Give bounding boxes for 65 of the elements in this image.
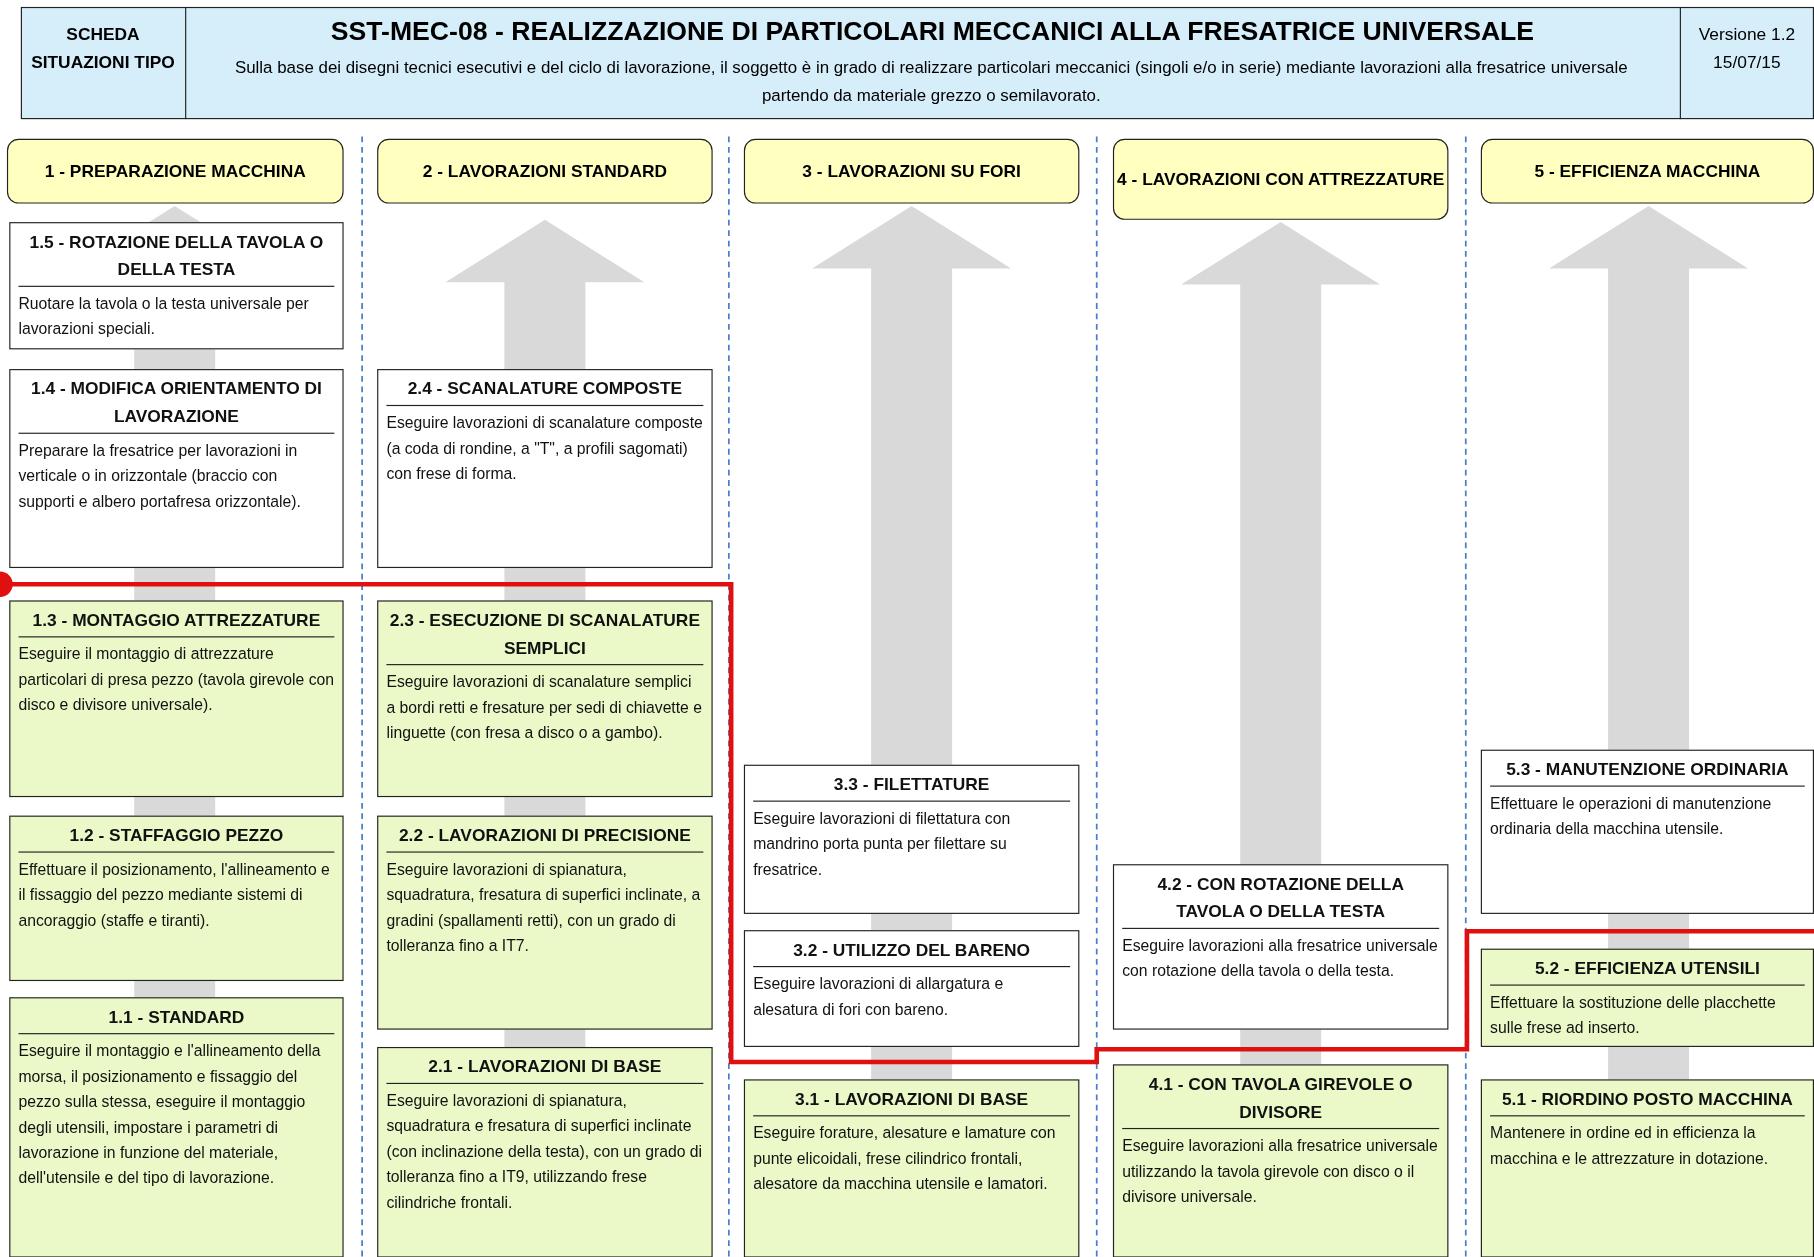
card-heading: 3.3 - FILETTATURE xyxy=(832,772,991,796)
card-heading: 2.2 - LAVORAZIONI DI PRECISIONE xyxy=(397,823,692,847)
column-header xyxy=(1112,138,1449,220)
column-header xyxy=(377,138,713,204)
card-text: Eseguire lavorazioni di spianatura, squadratura e fresatura di superfici inclinate (con inclinazione della testa), con un grado di tolleranza fino a IT9, utilizzando frese cilindriche frontali. xyxy=(386,1091,703,1214)
skill-card xyxy=(743,930,1080,1047)
skill-card xyxy=(377,600,713,798)
card-heading: 2.1 - LAVORAZIONI DI BASE xyxy=(427,1055,663,1078)
header-label: SCHEDA SITUAZIONI TIPO xyxy=(30,23,176,74)
card-text: Eseguire il montaggio di attrezzature particolari di presa pezzo (tavola girevole con disco e divisore universale). xyxy=(18,644,335,716)
card-heading: 5.2 - EFFICIENZA UTENSILI xyxy=(1533,956,1761,980)
skill-card xyxy=(377,815,713,1030)
subtitle: Sulla base dei disegni tecnici esecutivi e del ciclo di lavorazione, il soggetto è in grado di realizzare particolari meccanici (singoli e/o in serie) mediante lavorazioni alla fresatrice universale partendo da materiale grezzo o semilavorato. xyxy=(233,56,1629,107)
card-heading: 4.2 - CON ROTAZIONE DELLA TAVOLA O DELLA TESTA xyxy=(1156,872,1405,923)
skill-card xyxy=(1480,948,1814,1047)
card-heading: 1.3 - MONTAGGIO ATTREZZATURE xyxy=(31,608,322,632)
card-text: Effettuare la sostituzione delle placchette sulle frese ad inserto. xyxy=(1490,992,1777,1039)
skill-card xyxy=(9,369,344,569)
card-text: Effettuare le operazioni di manutenzione ordinaria della macchina utensile. xyxy=(1490,793,1773,840)
card-text: Preparare la fresatrice per lavorazioni in verticale o in orizzontale (braccio con supporti e albero portafresa orizzontale). xyxy=(18,440,302,513)
skill-card xyxy=(9,997,344,1257)
card-text: Eseguire lavorazioni alla fresatrice universale utilizzando la tavola girevole con disco o il divisore universale. xyxy=(1122,1136,1439,1208)
skill-card xyxy=(377,1047,713,1257)
card-heading: 4.1 - CON TAVOLA GIREVOLE O DIVISORE xyxy=(1147,1072,1414,1123)
card-text: Eseguire lavorazioni alla fresatrice universale con rotazione della tavola o della testa. xyxy=(1122,936,1439,982)
skill-card xyxy=(1480,1079,1814,1257)
column-title: 1 - PREPARAZIONE MACCHINA xyxy=(44,159,306,183)
skill-card xyxy=(9,222,344,350)
card-text: Eseguire lavorazioni di allargatura e alesatura di fori con bareno. xyxy=(753,974,1005,1021)
version-label: Versione 1.2 15/07/15 xyxy=(1697,23,1797,74)
card-text: Eseguire il montaggio e l'allineamento della morsa, il posizionamento e fissaggio del pezzo sulla stessa, eseguire il montaggio degli utensili, impostare i parametri di lavorazione in funzione del materiale, dell'utensile e del tipo di lavorazione. xyxy=(18,1041,322,1189)
card-text: Eseguire lavorazioni di scanalature composte (a coda di rondine, a "T", a profili sagomati) con frese di forma. xyxy=(386,413,704,485)
column-title: 3 - LAVORAZIONI SU FORI xyxy=(802,159,1021,183)
card-heading: 1.1 - STANDARD xyxy=(107,1005,246,1029)
card-heading: 5.3 - MANUTENZIONE ORDINARIA xyxy=(1505,757,1790,781)
column-title: 2 - LAVORAZIONI STANDARD xyxy=(422,159,667,183)
card-text: Effettuare il posizionamento, l'allineamento e il fissaggio del pezzo mediante sistemi di ancoraggio (staffe e tiranti). xyxy=(18,859,331,931)
card-text: Eseguire lavorazioni di scanalature semplici a bordi retti e fresature per sedi di chiavette e linguette (con fresa a disco o a gambo). xyxy=(386,672,703,744)
column-header xyxy=(1480,138,1814,204)
skill-card xyxy=(9,600,344,798)
card-heading: 3.2 - UTILIZZO DEL BARENO xyxy=(792,938,1032,962)
card-heading: 5.1 - RIORDINO POSTO MACCHINA xyxy=(1500,1087,1794,1111)
card-text: Eseguire lavorazioni di spianatura, squadratura, fresatura di superfici inclinate, a gradini (spallamenti retti), con un grado di tolleranza fino a IT7. xyxy=(386,859,702,957)
card-text: Ruotare la tavola o la testa universale per lavorazioni speciali. xyxy=(18,294,310,340)
skill-card xyxy=(743,1079,1080,1257)
card-text: Eseguire forature, alesature e lamature con punte elicoidali, frese cilindrico frontali, alesatore da macchina utensile e lamatori. xyxy=(753,1123,1057,1195)
title: SST-MEC-08 - REALIZZAZIONE DI PARTICOLARI MECCANICI ALLA FRESATRICE UNIVERSALE xyxy=(329,16,1536,48)
card-text: Mantenere in ordine ed in efficienza la macchina e le attrezzature in dotazione. xyxy=(1490,1123,1770,1170)
column-title: 5 - EFFICIENZA MACCHINA xyxy=(1534,159,1761,183)
card-heading: 1.5 - ROTAZIONE DELLA TAVOLA O DELLA TESTA xyxy=(28,230,325,281)
card-heading: 3.1 - LAVORAZIONI DI BASE xyxy=(794,1087,1030,1111)
skill-card xyxy=(1480,749,1814,914)
skill-card xyxy=(743,764,1080,914)
card-heading: 2.3 - ESECUZIONE DI SCANALATURE SEMPLICI xyxy=(388,608,701,660)
skill-card xyxy=(377,369,713,569)
card-heading: 2.4 - SCANALATURE COMPOSTE xyxy=(406,377,684,400)
column-header xyxy=(6,138,344,204)
column-header xyxy=(743,138,1080,204)
skill-card xyxy=(9,815,344,982)
column-title: 4 - LAVORAZIONI CON ATTREZZATURE xyxy=(1117,167,1445,191)
card-text: Eseguire lavorazioni di filettatura con mandrino porta punta per filettare su fresatrice. xyxy=(753,808,1012,881)
card-heading: 1.2 - STAFFAGGIO PEZZO xyxy=(68,823,285,847)
card-heading: 1.4 - MODIFICA ORIENTAMENTO DI LAVORAZIONE xyxy=(30,377,323,428)
skill-card xyxy=(1112,1064,1449,1257)
skill-card xyxy=(1112,864,1449,1030)
